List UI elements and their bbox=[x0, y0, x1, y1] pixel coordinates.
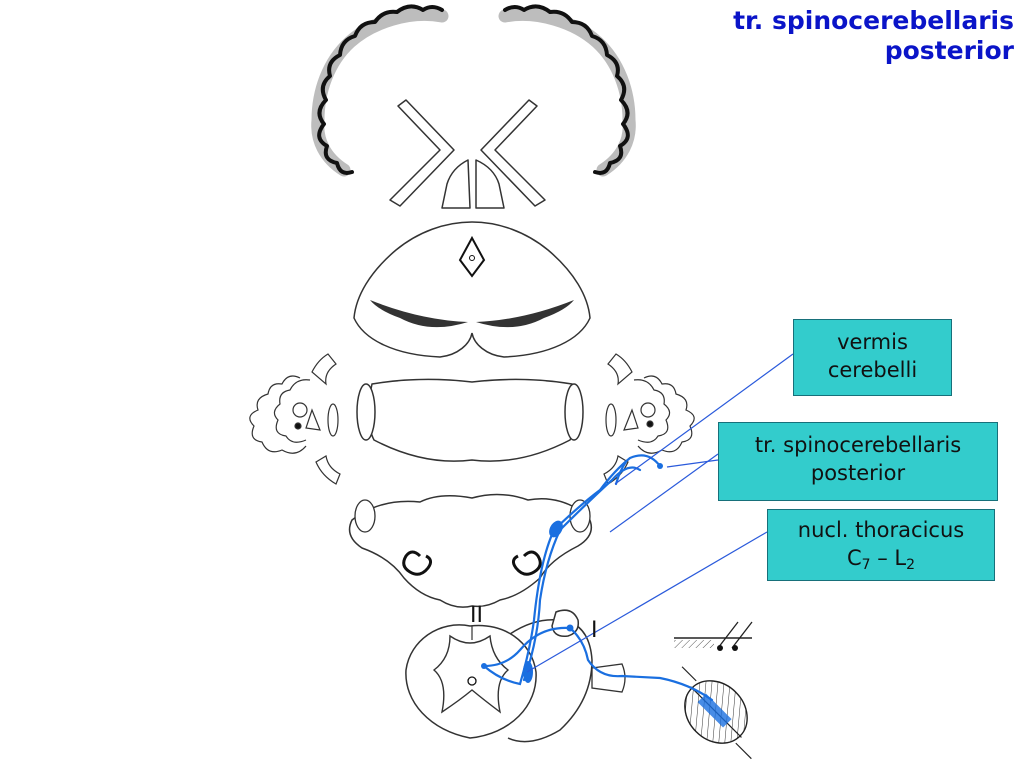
tract-pons-branch bbox=[614, 460, 628, 486]
label-nucleus-thoracicus: nucl. thoracicus C7 – L2 bbox=[767, 509, 995, 581]
ground-hatch bbox=[674, 640, 714, 648]
label-tract: tr. spinocerebellaris posterior bbox=[718, 422, 998, 501]
substantia-nigra bbox=[370, 300, 574, 328]
cord-terminal bbox=[481, 663, 487, 669]
leader-vermis bbox=[614, 353, 794, 485]
midbrain bbox=[353, 221, 591, 358]
cortex-left-gray bbox=[311, 7, 449, 177]
ganglion-cell bbox=[566, 624, 574, 632]
medulla bbox=[348, 493, 593, 608]
label-tract-line1: tr. spinocerebellaris bbox=[754, 433, 962, 457]
label-nucl-line1: nucl. thoracicus bbox=[797, 518, 965, 542]
segment-c-number: 7 bbox=[861, 557, 871, 573]
label-vermis-line2: cerebelli bbox=[827, 358, 918, 382]
segment-l-letter: L bbox=[894, 546, 907, 570]
medulla-left-lobe bbox=[354, 499, 376, 533]
segment-l-number: 2 bbox=[906, 557, 916, 573]
segment-c-letter: C bbox=[846, 546, 862, 570]
left-chevron bbox=[389, 99, 455, 207]
peduncle-stub-upper-left bbox=[311, 353, 337, 386]
gray-matter bbox=[432, 634, 510, 714]
slide-title: tr. spinocerebellaris posterior bbox=[733, 6, 1014, 66]
label-tract-line2: posterior bbox=[810, 461, 906, 485]
spinal-nerve bbox=[591, 663, 626, 693]
cerebral-cortex bbox=[311, 4, 636, 177]
cortex-right-gray bbox=[498, 7, 636, 177]
afferent-fiber bbox=[482, 626, 714, 702]
proprioceptor bbox=[674, 621, 753, 760]
label-vermis-line1: vermis bbox=[837, 330, 908, 354]
diencephalon bbox=[389, 99, 546, 209]
neuron-label-second: II bbox=[470, 603, 483, 628]
peduncle-stub-lower-left bbox=[315, 455, 341, 485]
label-vermis-cerebelli: vermis cerebelli bbox=[793, 319, 952, 396]
cortex-left-outline bbox=[317, 4, 444, 175]
cerebellum-right bbox=[603, 353, 695, 485]
aqueduct-lumen bbox=[469, 255, 475, 261]
medulla-outline bbox=[348, 493, 593, 608]
dorsal-root bbox=[507, 619, 593, 743]
muscle-spindle bbox=[681, 666, 752, 760]
spinal-cord bbox=[405, 609, 626, 743]
leader-tract bbox=[609, 453, 719, 533]
aqueduct bbox=[458, 235, 486, 278]
pons bbox=[356, 378, 584, 462]
olive-left bbox=[402, 550, 433, 576]
central-canal bbox=[467, 676, 477, 686]
cortex-right-outline bbox=[503, 4, 630, 175]
right-chevron bbox=[480, 99, 546, 207]
label-nucl-line2: C7 – L2 bbox=[768, 544, 994, 572]
leader-lines bbox=[526, 353, 794, 673]
thalamus-right bbox=[475, 159, 505, 209]
cerebellum-left bbox=[249, 353, 341, 485]
cerebellar-terminal bbox=[657, 463, 663, 469]
neuron-label-first: I bbox=[591, 618, 598, 643]
peduncle-stub-upper-right bbox=[607, 353, 633, 386]
segment-dash: – bbox=[870, 546, 895, 570]
relay-marker bbox=[549, 520, 563, 538]
leader-nucl bbox=[526, 531, 768, 673]
peduncle-left bbox=[356, 383, 376, 441]
leader-tract-2 bbox=[666, 459, 719, 468]
slide-title-line2: posterior bbox=[884, 36, 1014, 65]
peduncle-right bbox=[564, 383, 584, 441]
pons-body bbox=[367, 378, 577, 462]
olive-right bbox=[511, 550, 542, 576]
thalamus-left bbox=[441, 159, 471, 209]
slide-title-line1: tr. spinocerebellaris bbox=[733, 6, 1014, 35]
